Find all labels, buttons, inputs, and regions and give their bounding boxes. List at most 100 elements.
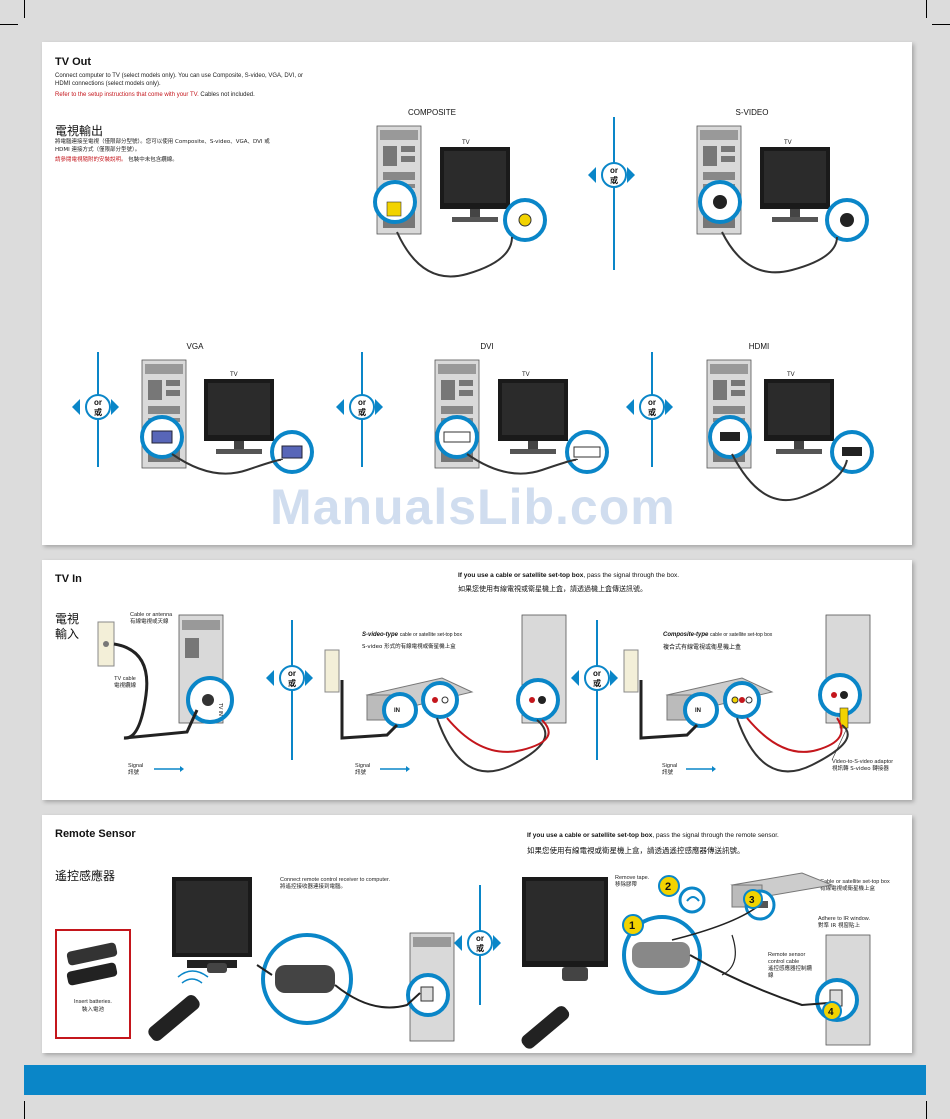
arrow-left-icon	[454, 935, 462, 951]
adaptor-label: Video-to-S-video adaptor	[832, 759, 894, 765]
remove-tape-label-zh: 移除膠帶	[615, 882, 638, 888]
arrow-right-icon	[111, 399, 119, 415]
crop-mark	[24, 1101, 25, 1119]
signal-label: Signal	[355, 763, 371, 769]
svg-text:IN: IN	[394, 708, 400, 714]
arrow-left-icon	[336, 399, 344, 415]
svg-text:TV: TV	[784, 140, 792, 146]
sensor-cable-label-zh: 遙控感應器控制纜線	[768, 966, 813, 979]
insert-batteries-label-zh: 裝入電池	[81, 1007, 104, 1013]
tv-out-illustrations: TV TV TV TV	[97, 117, 874, 502]
dvi-label: DVI	[480, 342, 494, 351]
arrow-right-icon	[305, 670, 313, 686]
remote-settop-heading: If you use a cable or satellite set-top …	[527, 832, 653, 839]
tv-out-note-zh: 請參閱電視隨附的安裝說明。	[55, 157, 127, 163]
cable-or-antenna-label-zh: 有線電視或天線	[130, 619, 169, 625]
adhere-label: Adhere to IR window.	[818, 916, 870, 922]
footer-bar	[24, 1065, 926, 1095]
signal-label: Signal	[128, 763, 144, 769]
svg-text:1: 1	[629, 920, 635, 932]
remote-settop-heading-zh: 如果您使用有線電視或衛星機上盒，請透過遙控感應器傳送訊號。	[527, 846, 745, 855]
cable-box-label: Cable or satellite set-top box	[820, 879, 890, 885]
tv-out-title-zh: 電視輸出	[55, 124, 104, 138]
tv-out-title: TV Out	[55, 56, 92, 68]
svg-text:TV: TV	[787, 372, 795, 378]
crop-mark	[926, 0, 927, 18]
remote-battery-icon	[66, 942, 118, 986]
svideo-type-rest: cable or satellite set-top box	[399, 632, 462, 638]
arrow-left-icon	[266, 670, 274, 686]
arrow-left-icon	[571, 670, 579, 686]
svg-text:TV: TV	[230, 372, 238, 378]
composite-label: COMPOSITE	[407, 108, 456, 117]
remote-sensor-illustrations: 1 2 3 4	[148, 872, 871, 1049]
tv-out-description-zh: 將電腦連接至電視（僅限部分型號）。您可以使用 Composite、S-video…	[55, 139, 270, 153]
sensor-cable-label: Remote sensor control cable	[768, 952, 806, 965]
signal-label: Signal	[662, 763, 678, 769]
svideo-type-label: S-video-type	[362, 632, 399, 638]
crop-mark	[24, 0, 25, 18]
arrow-left-icon	[588, 167, 596, 183]
signal-label-zh: 訊號	[355, 770, 367, 776]
settop-heading-zh: 如果您使用有線電視或衛星機上盒，請透過機上盒傳送訊號。	[458, 585, 647, 593]
tv-in-title: TV In	[55, 573, 82, 585]
remote-sensor-title: Remote Sensor	[55, 828, 136, 840]
adhere-label-zh: 對準 IR 視窗貼上	[818, 923, 860, 929]
arrow-right-icon	[627, 167, 635, 183]
svg-text:TV: TV	[462, 140, 470, 146]
cable-box-label-zh: 有線電視或衛星機上盒	[820, 886, 876, 892]
vga-label: VGA	[186, 342, 204, 351]
tv-out-description: Connect computer to TV (select models on…	[55, 73, 304, 87]
remote-sensor-panel: Remote Sensor 遙控感應器 Connect remote contr…	[42, 815, 912, 1053]
composite-type-rest: cable or satellite set-top box	[710, 632, 773, 638]
crop-mark	[0, 24, 18, 25]
composite-type-label: Composite-type	[663, 632, 709, 638]
cable-or-antenna-label: Cable or antenna	[130, 612, 173, 618]
arrow-right-icon	[665, 399, 673, 415]
connect-receiver-text: Connect remote control receiver to compu…	[280, 877, 391, 883]
tv-out-note-cables: Cables not included.	[200, 92, 255, 98]
tv-in-panel: TV In 電視輸入 Cable or antenna 有線電視或天線 TV c…	[42, 560, 912, 800]
svg-text:3: 3	[749, 895, 755, 906]
composite-type-label-zh: 複合式有線電視或衛星機上盒	[663, 644, 742, 651]
hdmi-label: HDMI	[748, 342, 770, 351]
connect-receiver-text-zh: 將遙控接收器連接到電腦。	[280, 884, 347, 890]
remote-sensor-title-zh: 遙控感應器	[55, 869, 116, 883]
svg-text:2: 2	[665, 881, 671, 893]
svideo-type-label-zh: S-video 形式的有線電視或衛星機上盒	[362, 644, 456, 650]
remove-tape-label: Remove tape.	[615, 875, 650, 881]
signal-label-zh: 訊號	[128, 770, 140, 776]
tv-in-illustrations: TV IN IN IN	[97, 614, 871, 773]
arrow-right-icon	[610, 670, 618, 686]
svg-text:4: 4	[828, 1007, 834, 1018]
step-badges: 1 2 3 4	[622, 875, 842, 1021]
insert-batteries-box: Insert batteries. 裝入電池	[55, 929, 131, 1039]
settop-heading: If you use a cable or satellite set-top …	[458, 572, 584, 579]
svg-text:IN: IN	[695, 708, 701, 714]
remote-settop-heading-rest: , pass the signal through the remote sen…	[652, 832, 779, 839]
arrow-right-icon	[493, 935, 501, 951]
tv-out-note-cables-zh: 包裝中未包含纜線。	[128, 157, 178, 163]
svg-text:TV IN: TV IN	[217, 703, 223, 716]
svg-text:TV: TV	[522, 372, 530, 378]
svideo-label: S-VIDEO	[735, 108, 769, 117]
adaptor-label-zh: 視訊轉 S-video 轉接器	[832, 766, 889, 772]
insert-batteries-label: Insert batteries.	[74, 999, 112, 1005]
tv-cable-label: TV cable	[114, 676, 136, 682]
watermark: ManualsLib.com	[270, 479, 676, 535]
crop-mark	[932, 24, 950, 25]
signal-label-zh: 訊號	[662, 770, 674, 776]
settop-heading-rest: , pass the signal through the box.	[583, 572, 680, 579]
arrow-left-icon	[72, 399, 80, 415]
tv-out-note: Refer to the setup instructions that com…	[55, 92, 199, 98]
arrow-right-icon	[375, 399, 383, 415]
tv-cable-label-zh: 電視纜線	[113, 683, 136, 689]
tv-in-title-zh: 電視輸入	[55, 612, 80, 641]
tv-out-panel: TV Out Connect computer to TV (select mo…	[42, 42, 912, 545]
